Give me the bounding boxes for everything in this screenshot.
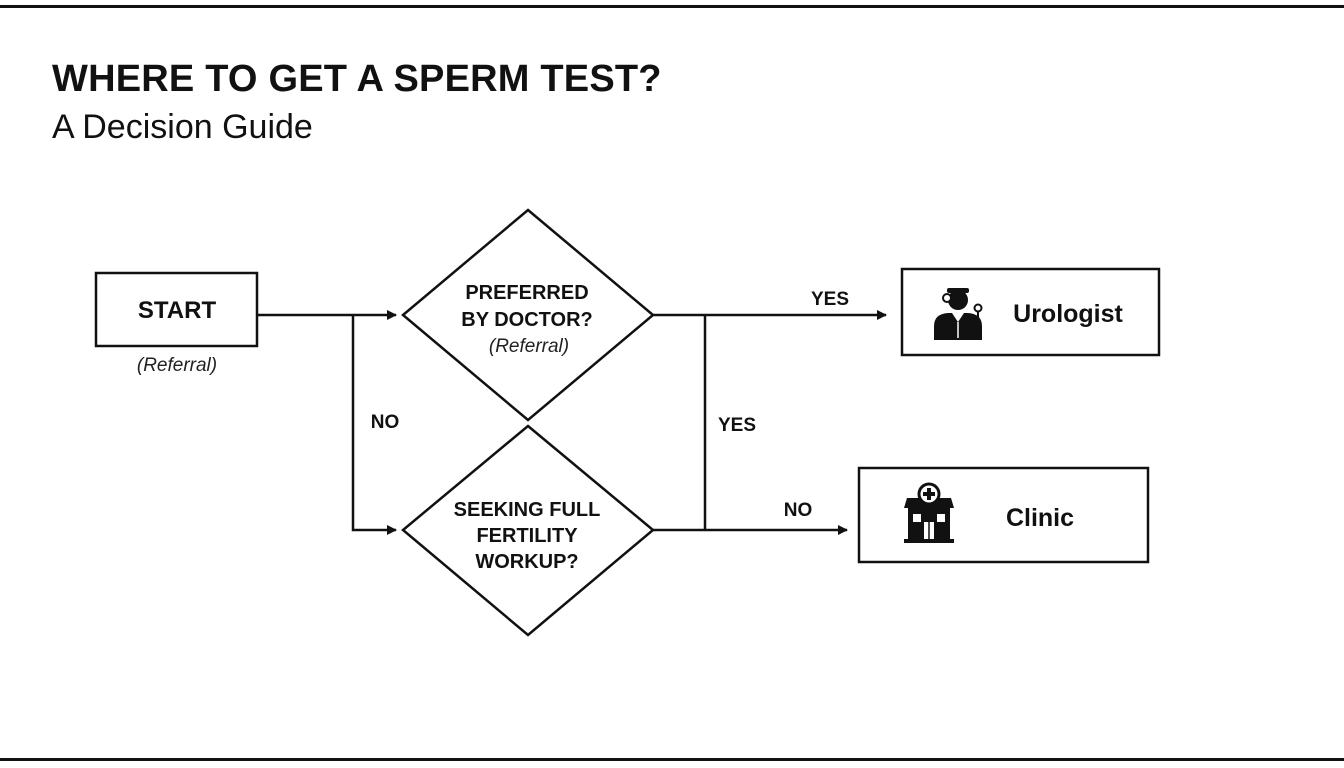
hospital-icon — [904, 482, 954, 543]
page-title: WHERE TO GET A SPERM TEST? — [52, 58, 662, 100]
urologist-label: Urologist — [1013, 300, 1123, 328]
edge-start-to-workup — [351, 315, 397, 535]
decision-workup-line3: WORKUP? — [475, 551, 578, 573]
edge-label-workup-yes: YES — [718, 415, 756, 436]
clinic-label: Clinic — [1006, 504, 1074, 532]
top-rule — [0, 5, 1344, 8]
edge-label-start-no: NO — [371, 412, 400, 433]
decision-preferred-by-doctor: PREFERRED BY DOCTOR? (Referral) — [401, 208, 655, 422]
page-subtitle: A Decision Guide — [52, 108, 313, 146]
decision-doctor-line2: BY DOCTOR? — [461, 309, 593, 331]
decision-workup-line2: FERTILITY — [476, 525, 578, 547]
edge-label-workup-no: NO — [784, 500, 813, 521]
decision-doctor-note: (Referral) — [489, 336, 569, 357]
clinic-node: Clinic — [857, 466, 1150, 564]
start-note: (Referral) — [137, 355, 217, 376]
urologist-node: Urologist — [900, 267, 1161, 357]
decision-doctor-line1: PREFERRED — [465, 282, 588, 304]
start-node: START — [94, 271, 259, 348]
doctor-icon — [934, 288, 983, 340]
decision-full-fertility-workup: SEEKING FULL FERTILITY WORKUP? — [401, 424, 655, 637]
bottom-rule — [0, 758, 1344, 761]
connectors — [257, 310, 887, 535]
decision-workup-line1: SEEKING FULL — [454, 499, 601, 521]
edge-label-doctor-yes: YES — [811, 289, 849, 310]
start-label: START — [138, 297, 217, 324]
